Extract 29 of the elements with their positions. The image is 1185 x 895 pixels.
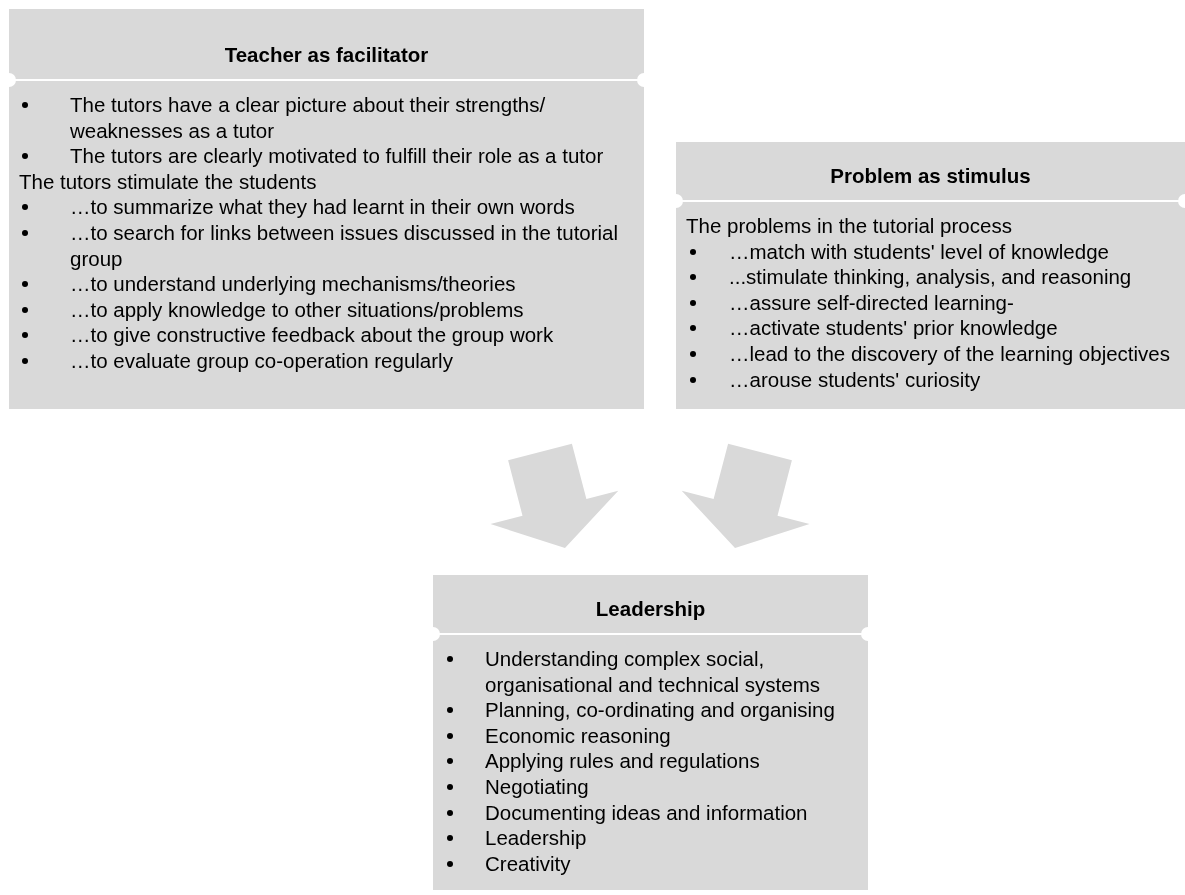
list-item: …to give constructive feedback about the group work xyxy=(70,322,555,348)
list-item: …arouse students' curiosity xyxy=(729,366,982,393)
list-item: Creativity xyxy=(485,850,572,877)
list-item: ...stimulate thinking, analysis, and reasoning xyxy=(729,264,1133,290)
list-item: Economic reasoning xyxy=(485,722,672,749)
list-item: …lead to the discovery of the learning objectives xyxy=(729,340,1171,367)
list-item: …assure self-directed learning- xyxy=(729,289,1015,316)
card-heading: Problem as stimulus xyxy=(830,164,1031,188)
list-item: …to understand underlying mechanisms/theories xyxy=(70,271,517,297)
list-item: Negotiating xyxy=(485,773,590,800)
block-arrow xyxy=(681,443,810,548)
card-heading: Teacher as facilitator xyxy=(224,43,429,67)
list-item: …match with students' level of knowledge xyxy=(729,238,1110,265)
list-item: …to search for links between issues discussed in the tutorial group xyxy=(70,219,620,272)
list-item: …to apply knowledge to other situations/problems xyxy=(70,296,525,323)
list-item: Leadership xyxy=(485,825,588,851)
block-arrow xyxy=(490,443,619,548)
intro-text: The problems in the tutorial process xyxy=(686,213,1012,239)
intro-text: The tutors stimulate the students xyxy=(19,168,317,195)
list-item: …to evaluate group co-operation regularly xyxy=(70,347,454,374)
list-item: …to summarize what they had learnt in their own words xyxy=(70,194,576,220)
list-item: Applying rules and regulations xyxy=(485,748,761,774)
card-heading: Leadership xyxy=(595,597,706,621)
list-item: Planning, co-ordinating and organising xyxy=(485,697,836,723)
list-item: Understanding complex social, organisational and technical systems xyxy=(485,646,822,698)
list-item: The tutors are clearly motivated to fulfill their role as a tutor xyxy=(70,143,605,169)
list-item: Documenting ideas and information xyxy=(485,799,809,826)
list-item: …activate students' prior knowledge xyxy=(729,315,1059,341)
list-item: The tutors have a clear picture about their strengths/ weaknesses as a tutor xyxy=(70,92,547,144)
